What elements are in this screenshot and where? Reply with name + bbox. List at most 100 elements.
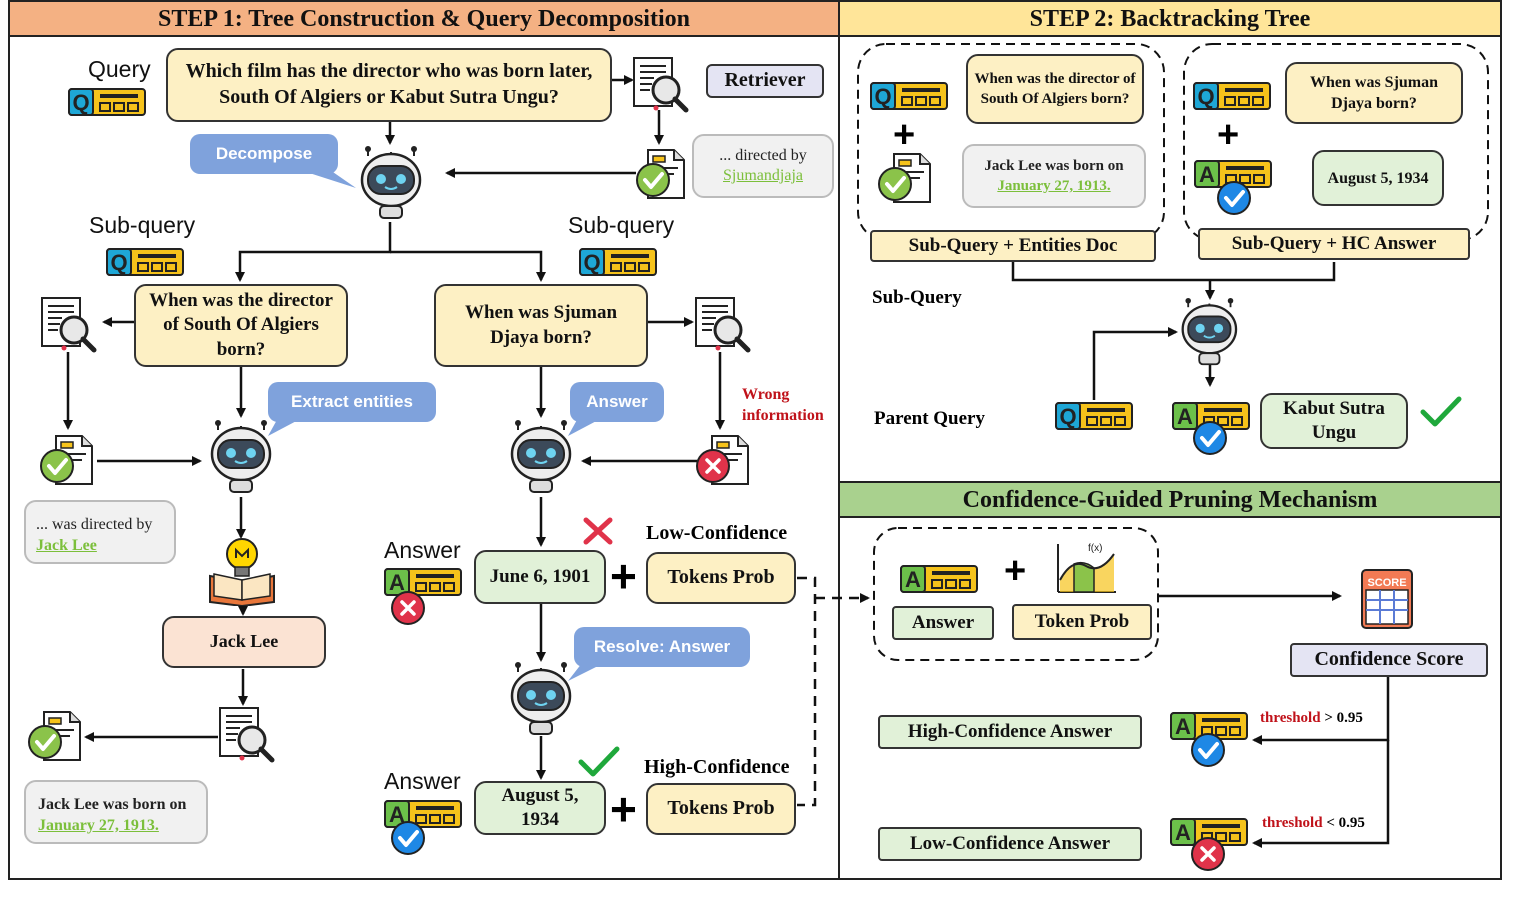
low-confidence-answer: Low-Confidence Answer (878, 827, 1142, 861)
a-card-check-icon (1194, 160, 1272, 216)
robot-icon (510, 662, 572, 736)
a-card-check-icon (1172, 402, 1250, 456)
born-snippet: Jack Lee was born on January 27, 1913. (24, 780, 208, 844)
doc-check-icon (27, 711, 81, 761)
answer-label-high: Answer (384, 768, 461, 794)
born-date: January 27, 1913. (38, 817, 159, 834)
decompose-bubble: Decompose (190, 134, 338, 174)
step2-doc1-prefix: Jack Lee was born on (984, 158, 1124, 174)
bubble-tail-answer (568, 418, 602, 436)
pruning-answer: Answer (892, 606, 994, 640)
step2-q2: When was Sjuman Djaya born? (1285, 62, 1463, 124)
plus-pruning: + (1004, 550, 1027, 592)
a-card-check-icon (1170, 712, 1248, 768)
plus-step2-right: + (1217, 114, 1240, 156)
subquery-label-left: Sub-query (89, 212, 196, 238)
threshold-low-value: < 0.95 (1326, 815, 1365, 831)
step2-a2: August 5, 1934 (1312, 150, 1444, 206)
low-confidence-label: Low-Confidence (646, 522, 788, 544)
score-label: SCORE (1367, 577, 1406, 589)
doc-search-icon (694, 296, 754, 356)
born-prefix: Jack Lee was born on (38, 796, 187, 813)
robot-icon (1181, 298, 1238, 366)
tokens-prob-low: Tokens Prob (646, 552, 796, 604)
entity-node: Jack Lee (162, 616, 326, 668)
robot-icon (210, 420, 272, 494)
plus-low: + (610, 550, 637, 602)
checkmark-icon (1420, 396, 1462, 427)
doc-left-prefix: ... was directed by (36, 516, 153, 533)
doc-search-icon (632, 56, 692, 116)
a-card-x-icon (384, 568, 462, 626)
step2-parent-label: Parent Query (874, 408, 985, 429)
bubble-tail-decompose (300, 170, 356, 188)
threshold-high-value: > 0.95 (1324, 710, 1363, 726)
high-answer-node: August 5, 1934 (474, 781, 606, 835)
wrong-information: Wrong information (742, 386, 824, 424)
bubble-tail-extract (268, 418, 302, 436)
q-card-icon (870, 82, 948, 110)
subquery-right: When was Sjuman Djaya born? (434, 284, 648, 367)
extract-entities-bubble: Extract entities (268, 382, 436, 422)
threshold-high: threshold > 0.95 (1260, 710, 1363, 727)
retrieved-snippet: ... directed by Sjumandjaja (692, 134, 834, 198)
retrieved-prefix: ... directed by (719, 146, 807, 164)
step2-label1: Sub-Query + Entities Doc (870, 230, 1156, 262)
doc-left-entity: Jack Lee (36, 537, 97, 554)
q-card-icon (579, 248, 657, 276)
plus-high: + (610, 783, 637, 835)
high-confidence-label: High-Confidence (644, 756, 790, 778)
a-card-x-icon (1170, 818, 1248, 872)
q-card-icon (1055, 402, 1133, 430)
doc-x-icon (695, 435, 749, 485)
checkmark-icon (578, 746, 620, 777)
step2-doc1-date: January 27, 1913. (997, 178, 1111, 194)
query-label: Query (88, 56, 151, 82)
doc-check-icon (636, 149, 685, 199)
chart-icon: f(x) (1057, 543, 1116, 593)
group-answer-token (873, 527, 1159, 661)
plus-step2-left: + (893, 114, 916, 156)
step2-label2: Sub-Query + HC Answer (1198, 228, 1470, 260)
doc-search-icon (218, 706, 278, 766)
threshold-low: threshold < 0.95 (1262, 815, 1365, 832)
threshold-word-high: threshold (1260, 710, 1321, 726)
resolve-bubble: Resolve: Answer (574, 627, 750, 667)
pruning-token-prob: Token Prob (1012, 604, 1152, 640)
a-card-icon (900, 565, 978, 593)
low-answer-node: June 6, 1901 (474, 550, 606, 604)
answer-bubble: Answer (570, 382, 664, 422)
robot-icon (510, 420, 572, 494)
threshold-word-low: threshold (1262, 815, 1323, 831)
fx-label: f(x) (1088, 543, 1102, 554)
tokens-prob-high: Tokens Prob (646, 783, 796, 835)
step1-title: STEP 1: Tree Construction & Query Decomp… (8, 0, 840, 37)
step2-doc1: Jack Lee was born on January 27, 1913. (962, 144, 1146, 208)
a-card-check-icon (384, 800, 462, 856)
step2-subquery-label: Sub-Query (872, 287, 962, 308)
step2-title: STEP 2: Backtracking Tree (838, 0, 1502, 37)
score-icon: SCORE (1361, 569, 1413, 629)
q-card-icon (106, 248, 184, 276)
main-query: Which film has the director who was born… (166, 48, 612, 122)
retrieved-entity: Sjumandjaja (723, 167, 803, 184)
answer-label-low: Answer (384, 537, 461, 563)
group-hc-answer (1183, 43, 1489, 241)
bubble-tail-resolve (568, 663, 604, 681)
subquery-left: When was the director of South Of Algier… (134, 284, 348, 367)
book-bulb-icon (209, 538, 275, 606)
doc-left-snippet: ... was directed by Jack Lee (24, 500, 176, 564)
retriever-label: Retriever (706, 64, 824, 98)
pruning-title: Confidence-Guided Pruning Mechanism (838, 481, 1502, 518)
doc-check-icon (39, 435, 93, 485)
final-answer: Kabut Sutra Ungu (1260, 393, 1408, 449)
doc-check-icon (877, 153, 931, 203)
doc-search-icon (40, 296, 100, 356)
robot-icon (360, 146, 422, 220)
step2-q1: When was the director of South Of Algier… (966, 54, 1144, 124)
subquery-label-right: Sub-query (568, 212, 675, 238)
confidence-score: Confidence Score (1290, 643, 1488, 677)
q-card-icon (1193, 82, 1271, 110)
high-confidence-answer: High-Confidence Answer (878, 715, 1142, 749)
cross-icon (583, 517, 613, 545)
